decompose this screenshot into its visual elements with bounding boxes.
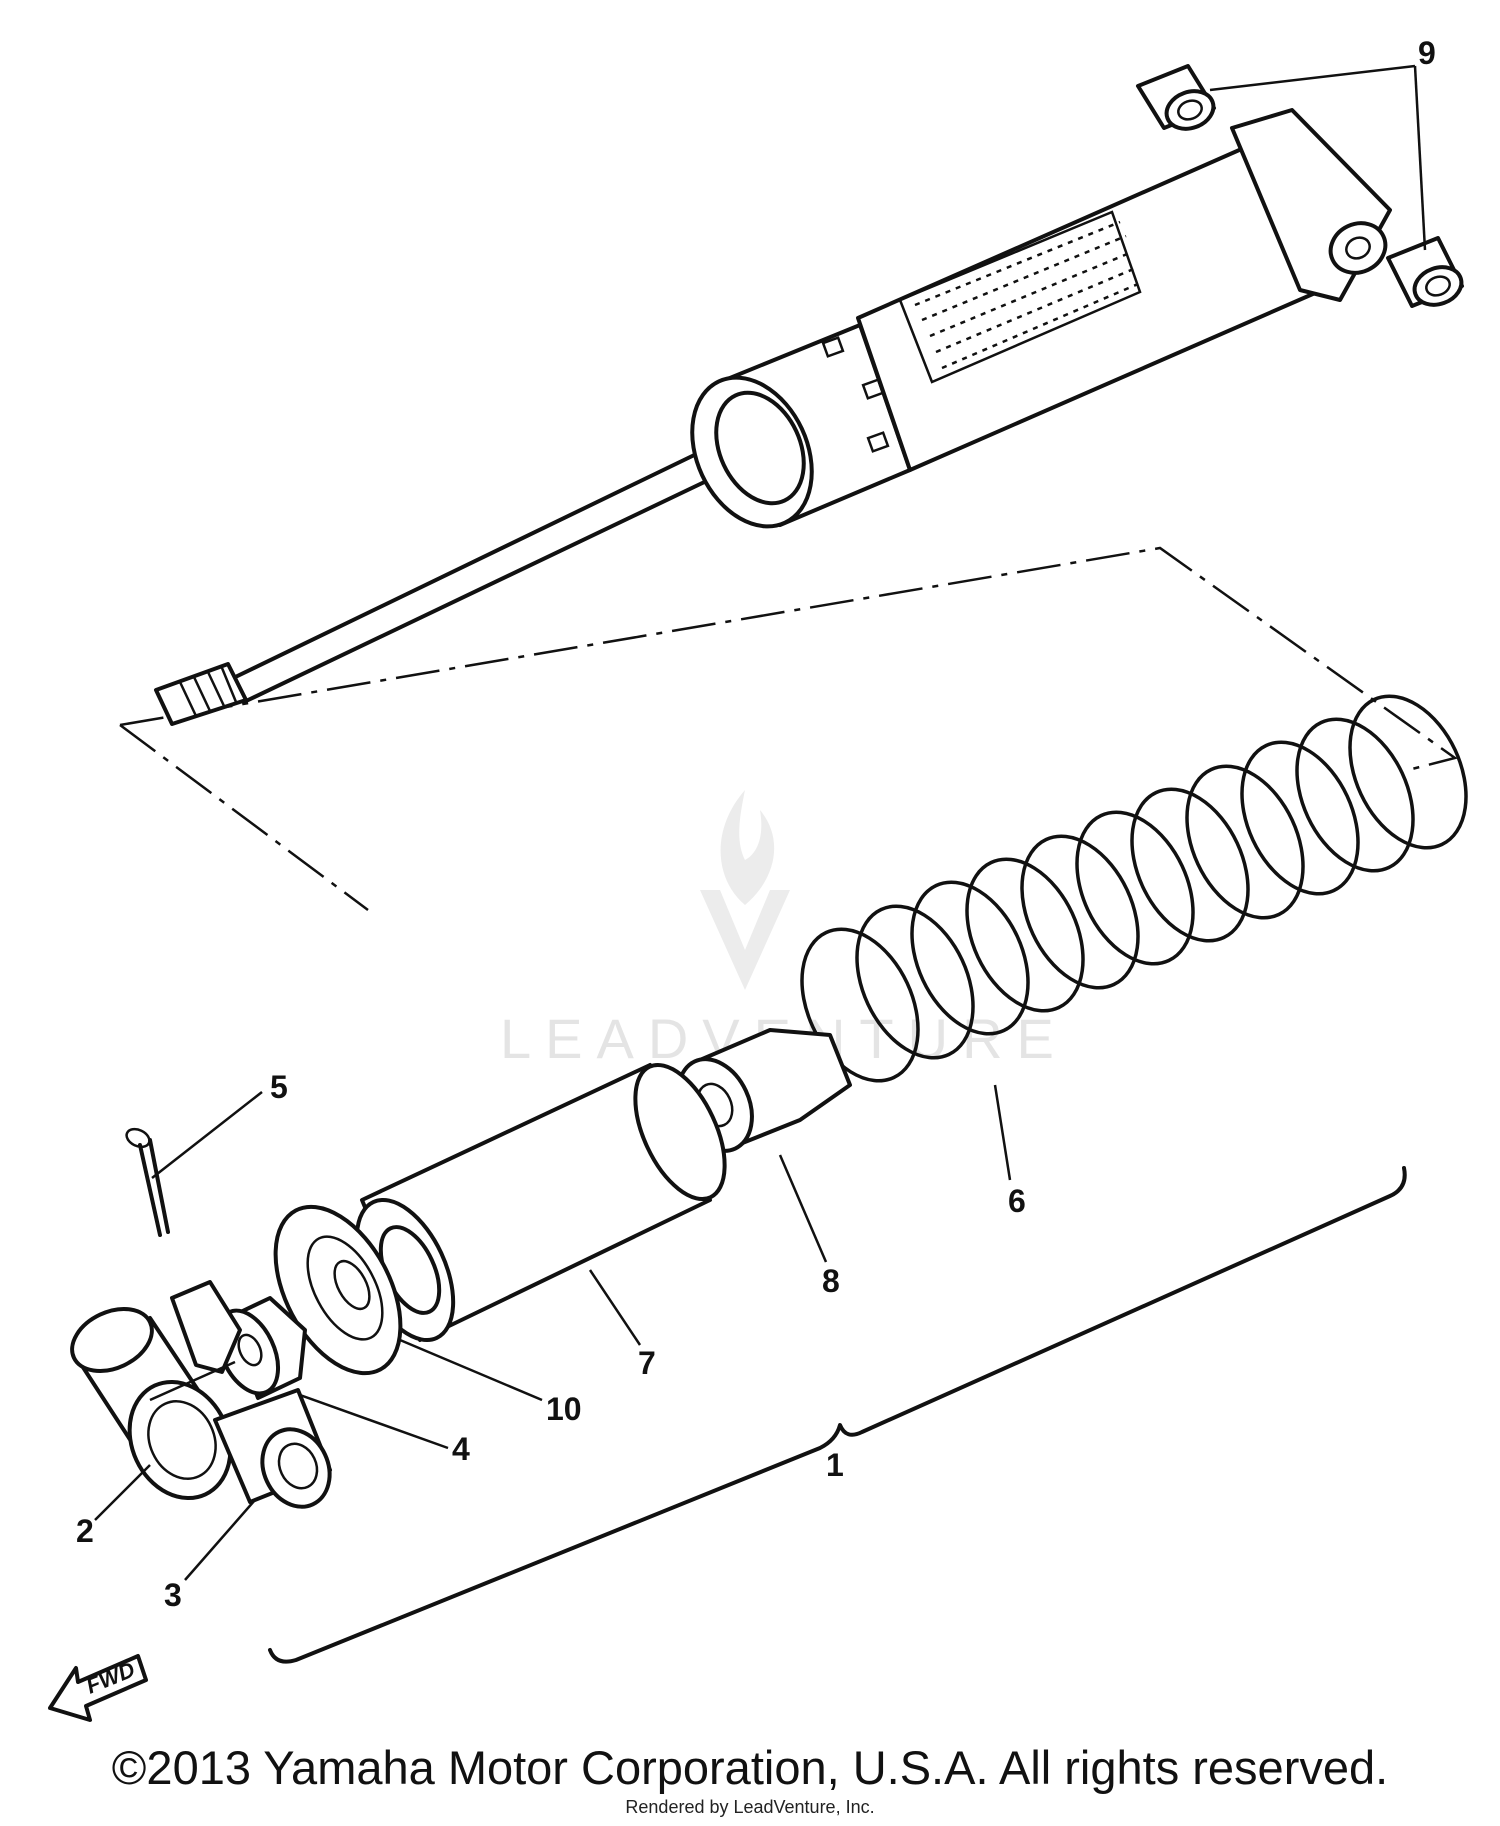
upper-bushing-left [1136, 64, 1216, 131]
callout-8: 8 [822, 1263, 840, 1299]
assembly-dashed-outline [119, 546, 1458, 912]
watermark: LEADVENTURE [500, 790, 1054, 1070]
lower-eye-joint [70, 1280, 242, 1501]
callout-2: 2 [76, 1513, 94, 1549]
assembly-bracket [268, 1166, 1407, 1664]
shock-absorber-body [154, 108, 1392, 726]
flame-v-logo-icon [700, 790, 790, 990]
callout-3: 3 [164, 1577, 182, 1613]
callout-7: 7 [638, 1345, 656, 1381]
callout-1: 1 [826, 1447, 844, 1483]
upper-bushing-right [1386, 236, 1464, 308]
callout-6: 6 [1008, 1183, 1026, 1219]
rendered-by-text: Rendered by LeadVenture, Inc. [625, 1797, 875, 1817]
leader-lines [94, 64, 1427, 1581]
copyright-notice: ©2013 Yamaha Motor Corporation, U.S.A. A… [111, 1741, 1389, 1794]
fwd-arrow: FWD [48, 1654, 148, 1722]
bump-stop [676, 1028, 852, 1153]
cotter-pin [125, 1127, 170, 1237]
callout-10: 10 [546, 1391, 582, 1427]
callout-9: 9 [1418, 35, 1436, 71]
lower-bushing [213, 1388, 332, 1509]
callout-5: 5 [270, 1069, 288, 1105]
axis-line [149, 1360, 236, 1402]
callout-4: 4 [452, 1431, 470, 1467]
coil-spring [800, 694, 1468, 1083]
